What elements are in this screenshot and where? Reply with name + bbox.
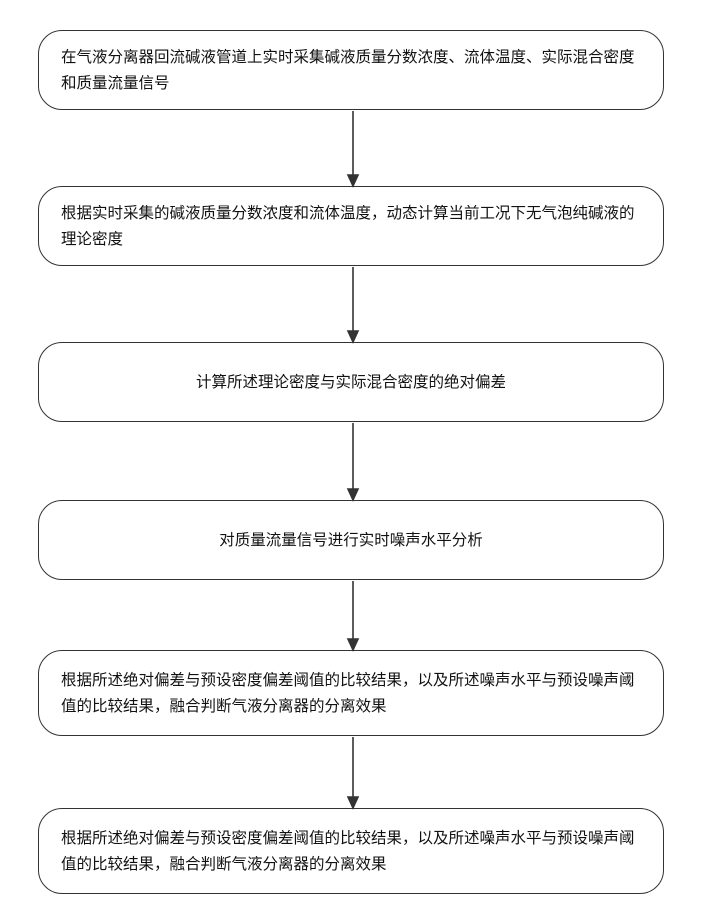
step-3-text: 计算所述理论密度与实际混合密度的绝对偏差 [196, 369, 506, 395]
arrowhead-1 [348, 175, 358, 186]
step-1-text: 在气液分离器回流碱液管道上实时采集碱液质量分数浓度、流体温度、实际混合密度和质量… [61, 44, 641, 96]
step-1-box: 在气液分离器回流碱液管道上实时采集碱液质量分数浓度、流体温度、实际混合密度和质量… [38, 30, 664, 110]
step-4-box: 对质量流量信号进行实时噪声水平分析 [38, 500, 664, 580]
step-2-text: 根据实时采集的碱液质量分数浓度和流体温度，动态计算当前工况下无气泡纯碱液的理论密… [61, 200, 641, 252]
step-5-text: 根据所述绝对偏差与预设密度偏差阈值的比较结果，以及所述噪声水平与预设噪声阈值的比… [61, 667, 641, 719]
arrowhead-5 [348, 797, 358, 808]
step-3-box: 计算所述理论密度与实际混合密度的绝对偏差 [38, 342, 664, 422]
arrowhead-2 [348, 331, 358, 342]
arrowhead-4 [348, 639, 358, 650]
step-2-box: 根据实时采集的碱液质量分数浓度和流体温度，动态计算当前工况下无气泡纯碱液的理论密… [38, 186, 664, 266]
arrowhead-3 [348, 489, 358, 500]
step-6-box: 根据所述绝对偏差与预设密度偏差阈值的比较结果，以及所述噪声水平与预设噪声阈值的比… [38, 808, 664, 894]
step-6-text: 根据所述绝对偏差与预设密度偏差阈值的比较结果，以及所述噪声水平与预设噪声阈值的比… [61, 825, 641, 877]
step-5-box: 根据所述绝对偏差与预设密度偏差阈值的比较结果，以及所述噪声水平与预设噪声阈值的比… [38, 650, 664, 736]
step-4-text: 对质量流量信号进行实时噪声水平分析 [219, 527, 483, 553]
